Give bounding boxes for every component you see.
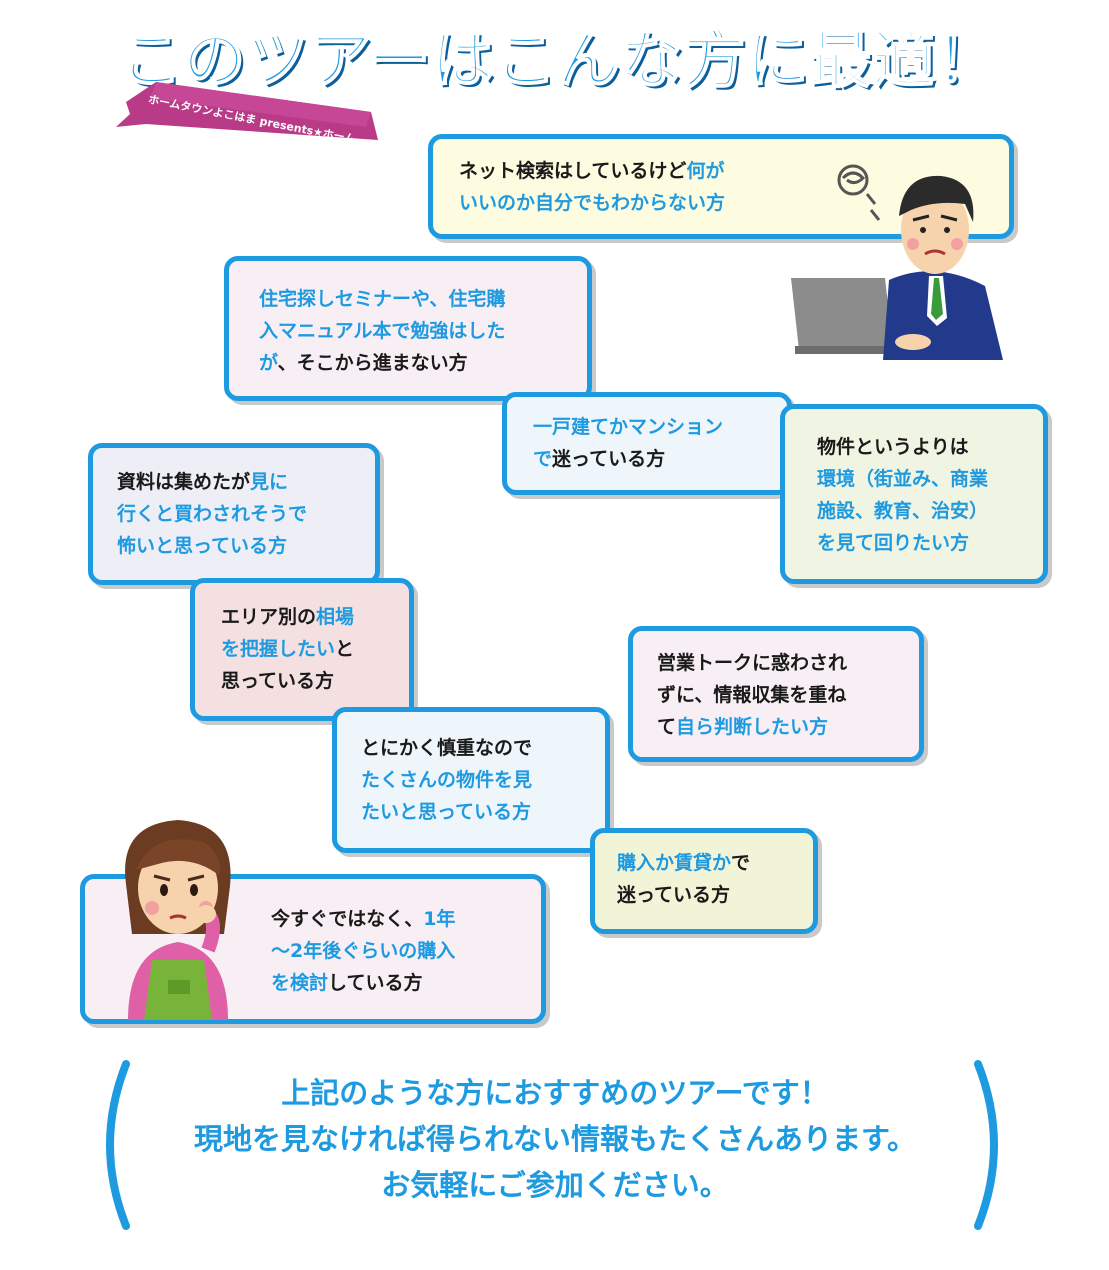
- card-text-segment: 一戸建てかマンション: [533, 416, 724, 438]
- card-text-segment: いいのか自分でもわからない方: [459, 192, 726, 214]
- card-text-segment: で: [533, 448, 553, 470]
- card-text: 資料は集めたが見に行くと買わされそうで怖いと思っている方: [117, 466, 353, 562]
- thought-scribble-icon: [837, 164, 881, 221]
- card-text-segment: ～2年後ぐらいの購入: [271, 940, 456, 962]
- card-text-segment: 営業トークに惑わされ: [657, 652, 848, 674]
- card-text-segment: 資料は集めたが: [117, 471, 251, 493]
- card-text: 今すぐではなく、1年 ～2年後ぐらいの購入を検討している方: [271, 903, 519, 999]
- card-text: 購入か賃貸かで迷っている方: [617, 847, 791, 911]
- laptop-icon: [791, 278, 893, 350]
- card-text-segment: たいと思っている方: [361, 801, 532, 823]
- card-text-segment: を検討: [271, 972, 329, 994]
- card-text-segment: 見に: [250, 471, 289, 493]
- card-market-price: エリア別の相場を把握したいと思っている方: [190, 578, 414, 721]
- card-text: 住宅探しセミナーや、住宅購入マニュアル本で勉強はしたが、そこから進まない方: [259, 283, 565, 379]
- card-text-segment: ずに、情報収集を重ね: [657, 684, 847, 706]
- card-text-segment: 迷っている方: [617, 884, 731, 906]
- bottom-line-1: 上記のような方におすすめのツアーです！: [281, 1076, 829, 1110]
- bottom-line-2: 現地を見なければ得られない情報もたくさんあります。: [193, 1122, 917, 1156]
- left-parenthesis: [106, 1060, 130, 1230]
- card-text-segment: て: [657, 716, 677, 738]
- card-text-segment: している方: [328, 972, 423, 994]
- card-text-segment: 環境（街並み、商業: [817, 468, 989, 490]
- card-text-segment: を見て回りたい方: [817, 532, 970, 554]
- card-text-segment: と: [335, 638, 355, 660]
- right-parenthesis: [974, 1060, 998, 1230]
- worried-man-illustration: [791, 164, 1003, 360]
- card-text-segment: 物件というよりは: [817, 436, 969, 458]
- bottom-message: 上記のような方におすすめのツアーです！ 現地を見なければ得られない情報もたくさん…: [130, 1070, 980, 1208]
- card-text: 一戸建てかマンションで迷っている方: [533, 411, 765, 475]
- card-afraid-to-visit: 資料は集めたが見に行くと買わされそうで怖いと思っている方: [88, 443, 380, 585]
- card-own-judgment: 営業トークに惑わされずに、情報収集を重ねて自ら判断したい方: [628, 626, 924, 762]
- worried-woman-illustration: [125, 820, 231, 1020]
- card-seminar: 住宅探しセミナーや、住宅購入マニュアル本で勉強はしたが、そこから進まない方: [224, 256, 592, 401]
- card-house-or-mansion: 一戸建てかマンションで迷っている方: [502, 392, 792, 495]
- card-text-segment: 、そこから進まない方: [277, 352, 468, 374]
- card-text-segment: 怖いと思っている方: [117, 535, 288, 557]
- card-text-segment: とにかく慎重なので: [361, 737, 533, 759]
- bottom-line-3: お気軽にご参加ください。: [381, 1168, 729, 1202]
- card-text-segment: 迷っている方: [552, 448, 666, 470]
- card-text-segment: 自ら判断したい方: [676, 716, 829, 738]
- card-text-segment: 今すぐではなく、: [271, 908, 424, 930]
- card-text-segment: たくさんの物件を見: [361, 769, 533, 791]
- card-text: ネット検索はしているけど何がいいのか自分でもわからない方: [459, 155, 987, 219]
- card-text: エリア別の相場を把握したいと思っている方: [221, 601, 387, 697]
- card-text-segment: 何が: [686, 160, 725, 182]
- card-text-segment: 入マニュアル本で勉強はした: [259, 320, 506, 342]
- card-text-segment: を把握したい: [221, 638, 336, 660]
- card-text-segment: 思っている方: [221, 670, 335, 692]
- card-text-segment: 施設、教育、治安）: [817, 500, 989, 522]
- card-text-segment: 購入か賃貸か: [617, 852, 732, 874]
- page-title: このツアーはこんな方に最適！: [119, 22, 999, 97]
- card-text: 営業トークに惑わされずに、情報収集を重ねて自ら判断したい方: [657, 647, 897, 743]
- card-text-segment: ネット検索はしているけど: [459, 160, 687, 182]
- card-buy-or-rent: 購入か賃貸かで迷っている方: [590, 828, 818, 934]
- ribbon-banner: [116, 82, 378, 140]
- card-text: とにかく慎重なのでたくさんの物件を見たいと思っている方: [361, 732, 583, 828]
- card-text: 物件というよりは環境（街並み、商業施設、教育、治安） を見て回りたい方: [817, 431, 1021, 559]
- card-text-segment: 1年: [423, 908, 456, 930]
- card-text-segment: エリア別の: [221, 606, 317, 628]
- card-text-segment: 相場: [316, 606, 355, 628]
- card-net-search: ネット検索はしているけど何がいいのか自分でもわからない方: [428, 134, 1014, 239]
- card-cautious: とにかく慎重なのでたくさんの物件を見たいと思っている方: [332, 707, 610, 853]
- card-text-segment: 行くと買わされそうで: [117, 503, 308, 525]
- card-text-segment: が: [259, 352, 278, 374]
- card-environment: 物件というよりは環境（街並み、商業施設、教育、治安） を見て回りたい方: [780, 404, 1048, 584]
- card-text-segment: で: [731, 852, 751, 874]
- card-text-segment: 住宅探しセミナーや、住宅購: [259, 288, 506, 310]
